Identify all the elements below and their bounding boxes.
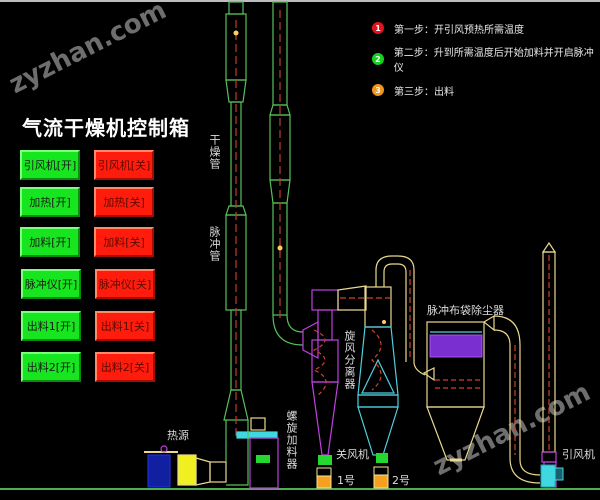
drying-pipe [223,1,249,440]
screw-feeder-label: 螺旋加料器 [285,410,298,470]
step-1: 1 第一步：开引风预热所需温度 [372,20,600,36]
discharge-1-off-button[interactable]: 出料1[关] [95,311,155,341]
step-3-text: 第三步：出料 [394,86,454,98]
induced-fan-on-button[interactable]: 引风机[开] [20,150,80,180]
discharge-1-on-button[interactable]: 出料1[开] [21,311,81,341]
airlock-2 [376,453,388,463]
step-3-badge-icon: 3 [372,84,384,96]
step-3: 3 第三步：出料 [372,82,600,98]
outlet-1-label: 1号 [337,474,355,487]
pulse-controller-on-button[interactable]: 脉冲仪[开] [21,269,81,299]
top-border [0,0,600,2]
discharge-2-off-button[interactable]: 出料2[关] [95,352,155,382]
chimney [541,241,557,488]
heat-source [144,420,249,488]
heat-source-label: 热源 [167,429,189,442]
pulse-pipe [269,1,304,346]
step-1-text: 第一步：开引风预热所需温度 [394,24,524,36]
discharge-2-on-button[interactable]: 出料2[开] [21,352,81,382]
step-2-badge-icon: 2 [372,53,384,65]
control-box-title: 气流干燥机控制箱 [22,116,190,140]
drying-pipe-label: 干燥管 [208,134,221,170]
feeding-off-button[interactable]: 加料[关] [94,227,154,257]
airlock-1 [318,455,332,465]
pulse-bag-filter [422,314,541,484]
step-1-badge-icon: 1 [372,22,384,34]
cyclone-separator [302,289,339,456]
induced-fan-off-button[interactable]: 引风机[关] [94,150,154,180]
step-2: 2 第二步：升到所需温度后开始加料并开启脉冲仪 [372,48,600,74]
induced-fan-label: 引风机 [562,448,595,461]
feeding-on-button[interactable]: 加料[开] [20,227,80,257]
airlock-label: 关风机 [336,448,369,461]
bag-filter-label: 脉冲布袋除尘器 [427,304,504,317]
steps-legend: 1 第一步：开引风预热所需温度 2 第二步：升到所需温度后开始加料并开启脉冲仪 … [372,20,600,113]
pulse-controller-off-button[interactable]: 脉冲仪[关] [95,269,155,299]
pulse-pipe-label: 脉冲管 [208,226,221,262]
heating-off-button[interactable]: 加热[关] [94,187,154,217]
cyclone-separator-label: 旋风分离器 [343,330,356,390]
cyclone-2 [357,255,426,456]
outlet-2-label: 2号 [392,474,410,487]
screw-feeder [236,417,279,489]
heating-on-button[interactable]: 加热[开] [20,187,80,217]
induced-fan-body [540,464,556,488]
step-2-text: 第二步：升到所需温度后开始加料并开启脉冲仪 [393,48,594,74]
